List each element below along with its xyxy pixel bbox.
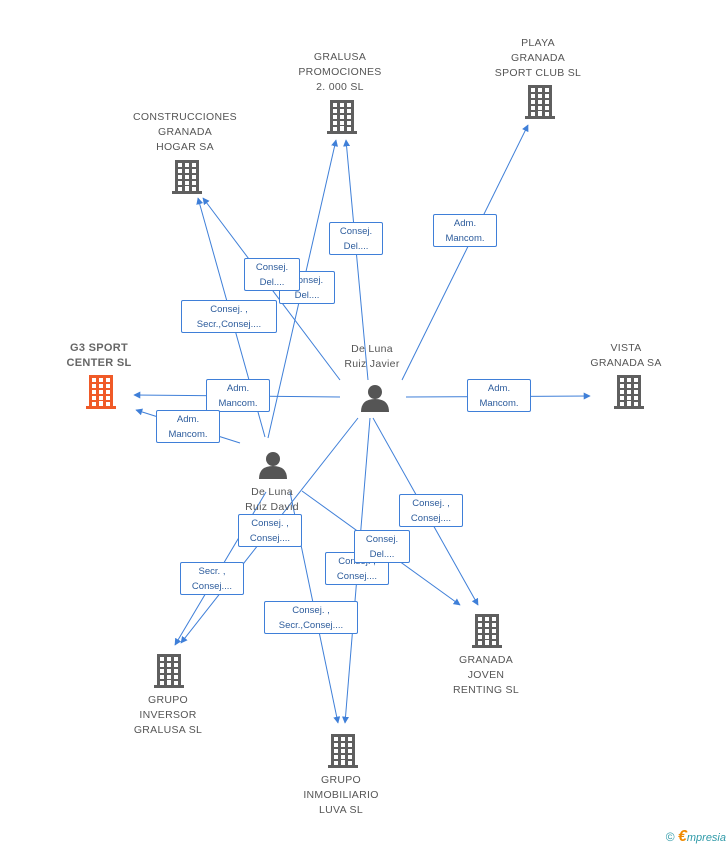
node-label-line: GRANADA: [510, 52, 566, 64]
relation-label-line: Secr.,Consej....: [278, 620, 344, 631]
node-label-granada_joven[interactable]: GRANADA JOVEN RENTING SL: [453, 653, 519, 698]
relation-label-de_luna_javier-to-vista_granada[interactable]: Adm. Mancom.: [467, 379, 531, 412]
node-label-grupo_inmobiliario[interactable]: GRUPO INMOBILIARIO LUVA SL: [303, 773, 378, 818]
node-label-line: GRANADA: [157, 126, 213, 138]
node-label-line: GRALUSA: [313, 51, 367, 63]
relation-label-line: Adm.: [453, 218, 477, 229]
node-label-line: GRANADA: [458, 654, 514, 666]
relation-label-de_luna_javier-to-grupo_inmobiliario[interactable]: Consej. Del....: [354, 530, 410, 563]
node-label-g3_sport[interactable]: G3 SPORT CENTER SL: [66, 341, 131, 371]
node-label-line: De Luna: [251, 486, 293, 498]
building-icon-grupo_inmobiliario[interactable]: [328, 734, 358, 768]
relation-label-line: Secr. ,: [198, 566, 226, 577]
relation-label-de_luna_javier-to-g3_sport[interactable]: Adm. Mancom.: [206, 379, 270, 412]
building-icon-granada_joven[interactable]: [472, 614, 502, 648]
relation-label-de_luna_javier-to-grupo_inversor[interactable]: Consej. , Consej....: [238, 514, 302, 547]
node-label-line: HOGAR SA: [156, 141, 214, 153]
brand-logo-initial: €: [677, 828, 687, 845]
relation-label-de_luna_javier-to-construcciones_granada[interactable]: Consej. Del....: [244, 258, 300, 291]
building-icon-gralusa_promociones[interactable]: [327, 100, 357, 134]
node-label-line: VISTA: [610, 342, 642, 354]
relation-label-de_luna_javier-to-gralusa_promociones[interactable]: Consej. Del....: [329, 222, 383, 255]
building-icon-g3_sport[interactable]: [86, 375, 116, 409]
node-label-line: GRUPO: [320, 774, 361, 786]
node-label-vista_granada[interactable]: VISTA GRANADA SA: [590, 341, 661, 371]
node-label-line: CENTER SL: [66, 357, 132, 369]
relation-label-line: Del....: [343, 241, 369, 252]
person-icon-de_luna_david[interactable]: [259, 452, 287, 479]
relation-label-line: Consej. ,: [210, 304, 248, 315]
building-icon-grupo_inversor[interactable]: [154, 654, 184, 688]
person-icon-de_luna_javier[interactable]: [361, 385, 389, 412]
node-label-line: G3 SPORT: [69, 342, 129, 354]
node-label-line: De Luna: [351, 343, 393, 355]
node-label-line: Ruiz David: [245, 501, 299, 513]
node-label-line: SPORT CLUB SL: [494, 67, 582, 79]
relation-label-de_luna_david-to-construcciones_granada[interactable]: Consej. , Secr.,Consej....: [181, 300, 277, 333]
building-icon-construcciones_granada[interactable]: [172, 160, 202, 194]
node-label-line: GRALUSA SL: [133, 724, 203, 736]
relation-label-line: Mancom.: [168, 429, 208, 440]
node-label-line: Ruiz Javier: [344, 358, 400, 370]
node-label-line: JOVEN: [467, 669, 505, 681]
relation-label-line: Mancom.: [218, 398, 258, 409]
relation-label-line: Consej.: [255, 262, 289, 273]
node-label-grupo_inversor[interactable]: GRUPO INVERSOR GRALUSA SL: [134, 693, 202, 738]
building-icon-vista_granada[interactable]: [614, 375, 644, 409]
relation-label-de_luna_david-to-grupo_inversor[interactable]: Secr. , Consej....: [180, 562, 244, 595]
relation-label-line: Consej.: [365, 534, 399, 545]
relation-label-line: Consej....: [249, 533, 291, 544]
node-label-line: INMOBILIARIO: [303, 789, 379, 801]
footer-brand: © €mpresia: [666, 828, 726, 846]
relation-label-de_luna_david-to-grupo_inmobiliario[interactable]: Consej. , Secr.,Consej....: [264, 601, 358, 634]
relation-label-line: Consej. ,: [412, 498, 450, 509]
relation-label-line: Consej....: [191, 581, 233, 592]
relation-label-line: Del....: [294, 290, 320, 301]
edge-de_luna_javier-to-gralusa_promociones: [343, 139, 369, 381]
node-label-line: 2. 000 SL: [316, 81, 364, 93]
node-label-construcciones_granada[interactable]: CONSTRUCCIONES GRANADA HOGAR SA: [133, 110, 237, 155]
relation-label-line: Consej.: [339, 226, 373, 237]
node-label-line: GRUPO: [147, 694, 188, 706]
building-icon-playa_granada[interactable]: [525, 85, 555, 119]
node-label-line: LUVA SL: [319, 804, 363, 816]
node-label-line: PROMOCIONES: [298, 66, 382, 78]
relation-label-de_luna_javier-to-granada_joven[interactable]: Consej. , Consej....: [399, 494, 463, 527]
brand-name: mpresia: [686, 832, 726, 844]
node-label-line: INVERSOR: [139, 709, 197, 721]
relation-label-line: Adm.: [487, 383, 511, 394]
node-label-gralusa_promociones[interactable]: GRALUSA PROMOCIONES 2. 000 SL: [298, 50, 381, 95]
relation-label-line: Adm.: [176, 414, 200, 425]
relation-label-line: Mancom.: [479, 398, 519, 409]
node-label-line: CONSTRUCCIONES: [133, 111, 237, 123]
relation-label-de_luna_david-to-g3_sport[interactable]: Adm. Mancom.: [156, 410, 220, 443]
copyright-symbol: ©: [665, 830, 675, 844]
relation-label-line: Mancom.: [445, 233, 485, 244]
node-label-line: RENTING SL: [452, 684, 520, 696]
relation-label-line: Del....: [369, 549, 395, 560]
relation-label-line: Secr.,Consej....: [196, 319, 262, 330]
relation-label-line: Consej. ,: [292, 605, 330, 616]
relation-label-line: Consej.: [290, 275, 324, 286]
relation-label-line: Del....: [259, 277, 285, 288]
relation-label-line: Consej....: [410, 513, 452, 524]
edge-de_luna_javier-to-playa_granada: [401, 124, 529, 381]
relation-label-de_luna_javier-to-playa_granada[interactable]: Adm. Mancom.: [433, 214, 497, 247]
node-label-line: GRANADA SA: [590, 357, 662, 369]
node-label-line: PLAYA: [521, 37, 555, 49]
node-label-playa_granada[interactable]: PLAYA GRANADA SPORT CLUB SL: [495, 36, 581, 81]
relation-label-line: Adm.: [226, 383, 250, 394]
relation-label-line: Consej. ,: [251, 518, 289, 529]
relation-label-line: Consej....: [336, 571, 378, 582]
